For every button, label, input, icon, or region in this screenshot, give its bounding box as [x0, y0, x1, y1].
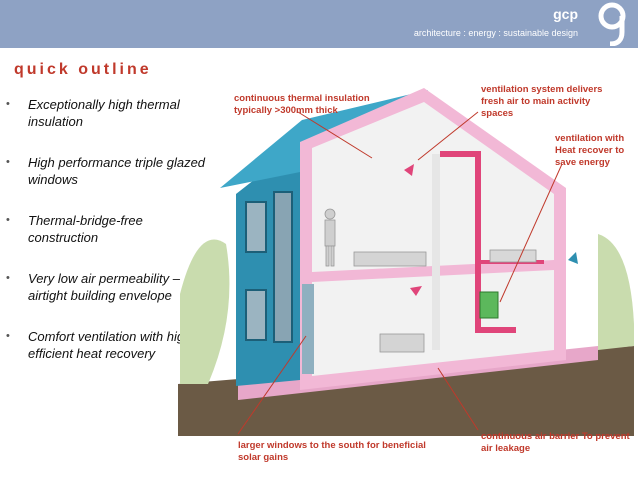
list-item: •Thermal-bridge-free construction — [6, 213, 143, 245]
window — [245, 201, 267, 253]
bullet-icon: • — [6, 98, 10, 110]
list-item: •Exceptionally high thermal insulation — [6, 97, 180, 129]
bullet-icon: • — [6, 156, 10, 168]
air-flow-arrow — [410, 286, 422, 296]
bullet-icon: • — [6, 214, 10, 226]
bullet-icon: • — [6, 272, 10, 284]
tree-right — [598, 234, 634, 350]
list-item: •Comfort ventilation with highly efficie… — [6, 329, 201, 361]
list-item: •High performance triple glazed windows — [6, 155, 206, 187]
bullet-icon: • — [6, 330, 10, 342]
callout-heat-recovery: ventilation with Heat recover to save en… — [555, 133, 625, 168]
callout-air-barrier: continuous air barrier To prevent air le… — [481, 431, 630, 454]
passive-house-cutaway-diagram — [178, 88, 634, 436]
window — [273, 191, 293, 343]
callout-line — [297, 111, 373, 159]
callout-line — [437, 367, 479, 431]
callout-ventilation-supply: ventilation system delivers fresh air to… — [481, 84, 603, 119]
air-flow-arrow — [568, 252, 578, 264]
heat-recovery-unit — [479, 291, 499, 319]
section-title: quick outline — [14, 61, 152, 78]
bed — [353, 251, 427, 267]
feature-list: •Exceptionally high thermal insulation •… — [6, 96, 206, 386]
bathtub — [489, 249, 537, 263]
air-flow-arrow — [404, 164, 414, 176]
brand-name: gcp — [553, 6, 578, 22]
callout-line — [417, 111, 479, 161]
header-bar: gcp architecture : energy : sustainable … — [0, 0, 638, 48]
gcp-logo-icon — [598, 2, 626, 46]
tree-left — [180, 239, 230, 384]
sofa — [379, 333, 425, 353]
window — [245, 289, 267, 341]
callout-insulation: continuous thermal insulation typically … — [234, 93, 370, 116]
callout-line — [237, 335, 307, 435]
brand-tagline: architecture : energy : sustainable desi… — [413, 28, 578, 38]
interior-wall — [432, 154, 440, 350]
callout-windows: larger windows to the south for benefici… — [238, 440, 426, 463]
list-item: •Very low air permeability – airtight bu… — [6, 271, 180, 303]
ventilation-duct — [440, 151, 516, 333]
callout-line — [499, 163, 563, 303]
south-window — [302, 284, 314, 374]
person-figure — [324, 208, 336, 267]
